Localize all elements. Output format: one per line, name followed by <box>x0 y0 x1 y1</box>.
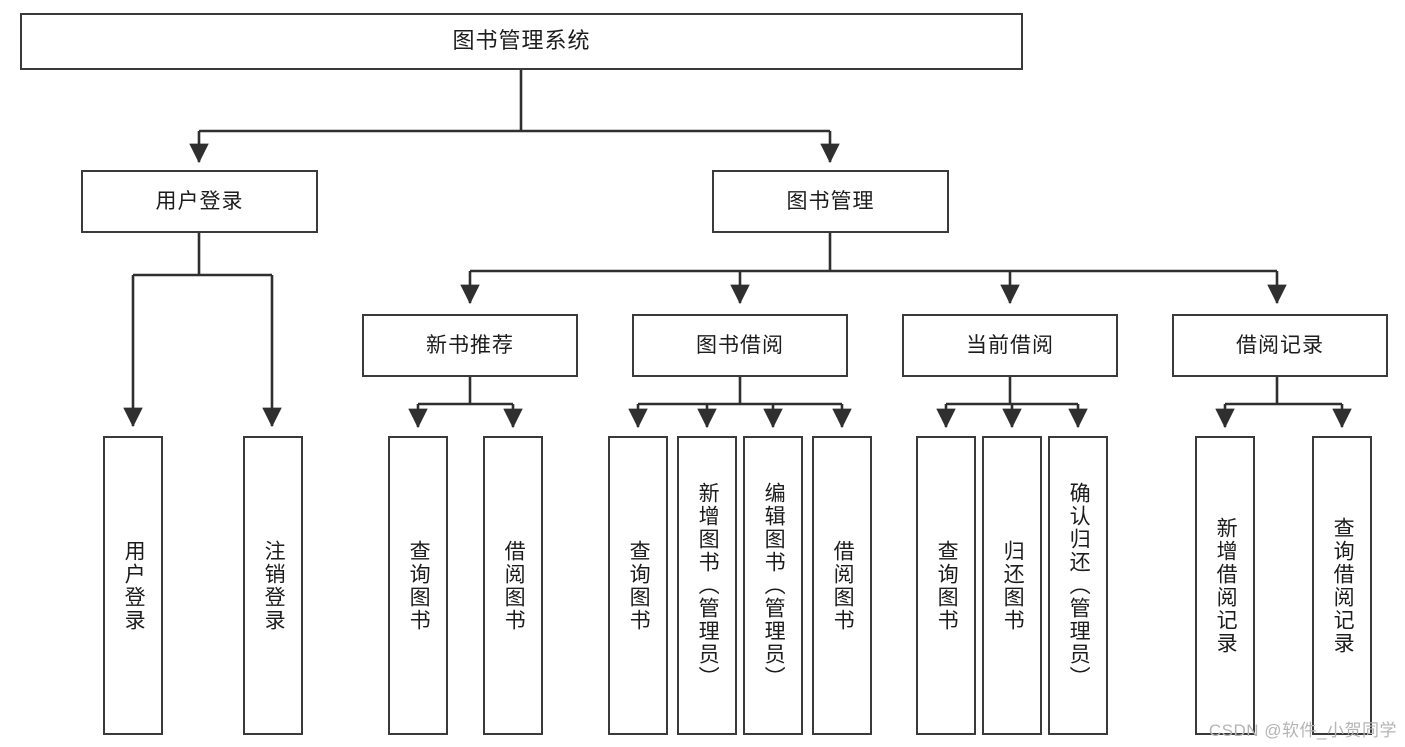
watermark: CSDN @软件_小贺同学 <box>1208 721 1397 740</box>
node-current-borrow[interactable]: 当前借阅 <box>902 314 1118 377</box>
node-label: 新书推荐 <box>426 333 514 357</box>
leaf-return-book[interactable]: 归还图书 <box>982 436 1042 735</box>
node-label: 图书管理 <box>786 189 875 213</box>
node-label: 借阅图书 <box>502 539 526 632</box>
leaf-borrow-book-2[interactable]: 借阅图书 <box>812 436 872 735</box>
node-label: 图书借阅 <box>696 333 784 357</box>
node-label: 查询图书 <box>935 539 959 632</box>
leaf-logout-login[interactable]: 注销登录 <box>243 436 303 735</box>
leaf-edit-book-admin[interactable]: 编辑图书（管理员） <box>743 436 803 735</box>
leaf-query-book-2[interactable]: 查询图书 <box>608 436 668 735</box>
node-borrow-record[interactable]: 借阅记录 <box>1172 314 1388 377</box>
node-label: 借阅图书 <box>831 539 855 632</box>
node-label: 注销登录 <box>262 539 286 632</box>
node-label: 图书管理系统 <box>452 28 591 54</box>
leaf-add-book-admin[interactable]: 新增图书（管理员） <box>677 436 737 735</box>
node-new-book-recommend[interactable]: 新书推荐 <box>362 314 578 377</box>
node-user-login[interactable]: 用户登录 <box>81 170 318 233</box>
node-label: 归还图书 <box>1001 539 1025 632</box>
leaf-borrow-book-1[interactable]: 借阅图书 <box>483 436 543 735</box>
node-label: 用户登录 <box>155 189 244 213</box>
leaf-query-book-3[interactable]: 查询图书 <box>916 436 976 735</box>
leaf-query-borrow-record[interactable]: 查询借阅记录 <box>1312 436 1372 735</box>
node-label: 新增图书（管理员） <box>696 482 720 689</box>
leaf-confirm-return-admin[interactable]: 确认归还（管理员） <box>1048 436 1108 735</box>
leaf-user-login[interactable]: 用户登录 <box>103 436 163 735</box>
node-label: 查询图书 <box>407 539 431 632</box>
node-book-management[interactable]: 图书管理 <box>712 170 949 233</box>
leaf-add-borrow-record[interactable]: 新增借阅记录 <box>1195 436 1255 735</box>
node-label: 当前借阅 <box>966 333 1054 357</box>
node-label: 编辑图书（管理员） <box>762 482 786 689</box>
node-label: 确认归还（管理员） <box>1067 482 1091 689</box>
node-label: 用户登录 <box>122 539 146 632</box>
leaf-query-book-1[interactable]: 查询图书 <box>388 436 448 735</box>
node-label: 查询借阅记录 <box>1331 516 1355 655</box>
node-label: 借阅记录 <box>1236 333 1324 357</box>
node-root-book-management-system[interactable]: 图书管理系统 <box>20 13 1023 70</box>
node-label: 新增借阅记录 <box>1214 516 1238 655</box>
node-book-borrow[interactable]: 图书借阅 <box>632 314 848 377</box>
node-label: 查询图书 <box>627 539 651 632</box>
